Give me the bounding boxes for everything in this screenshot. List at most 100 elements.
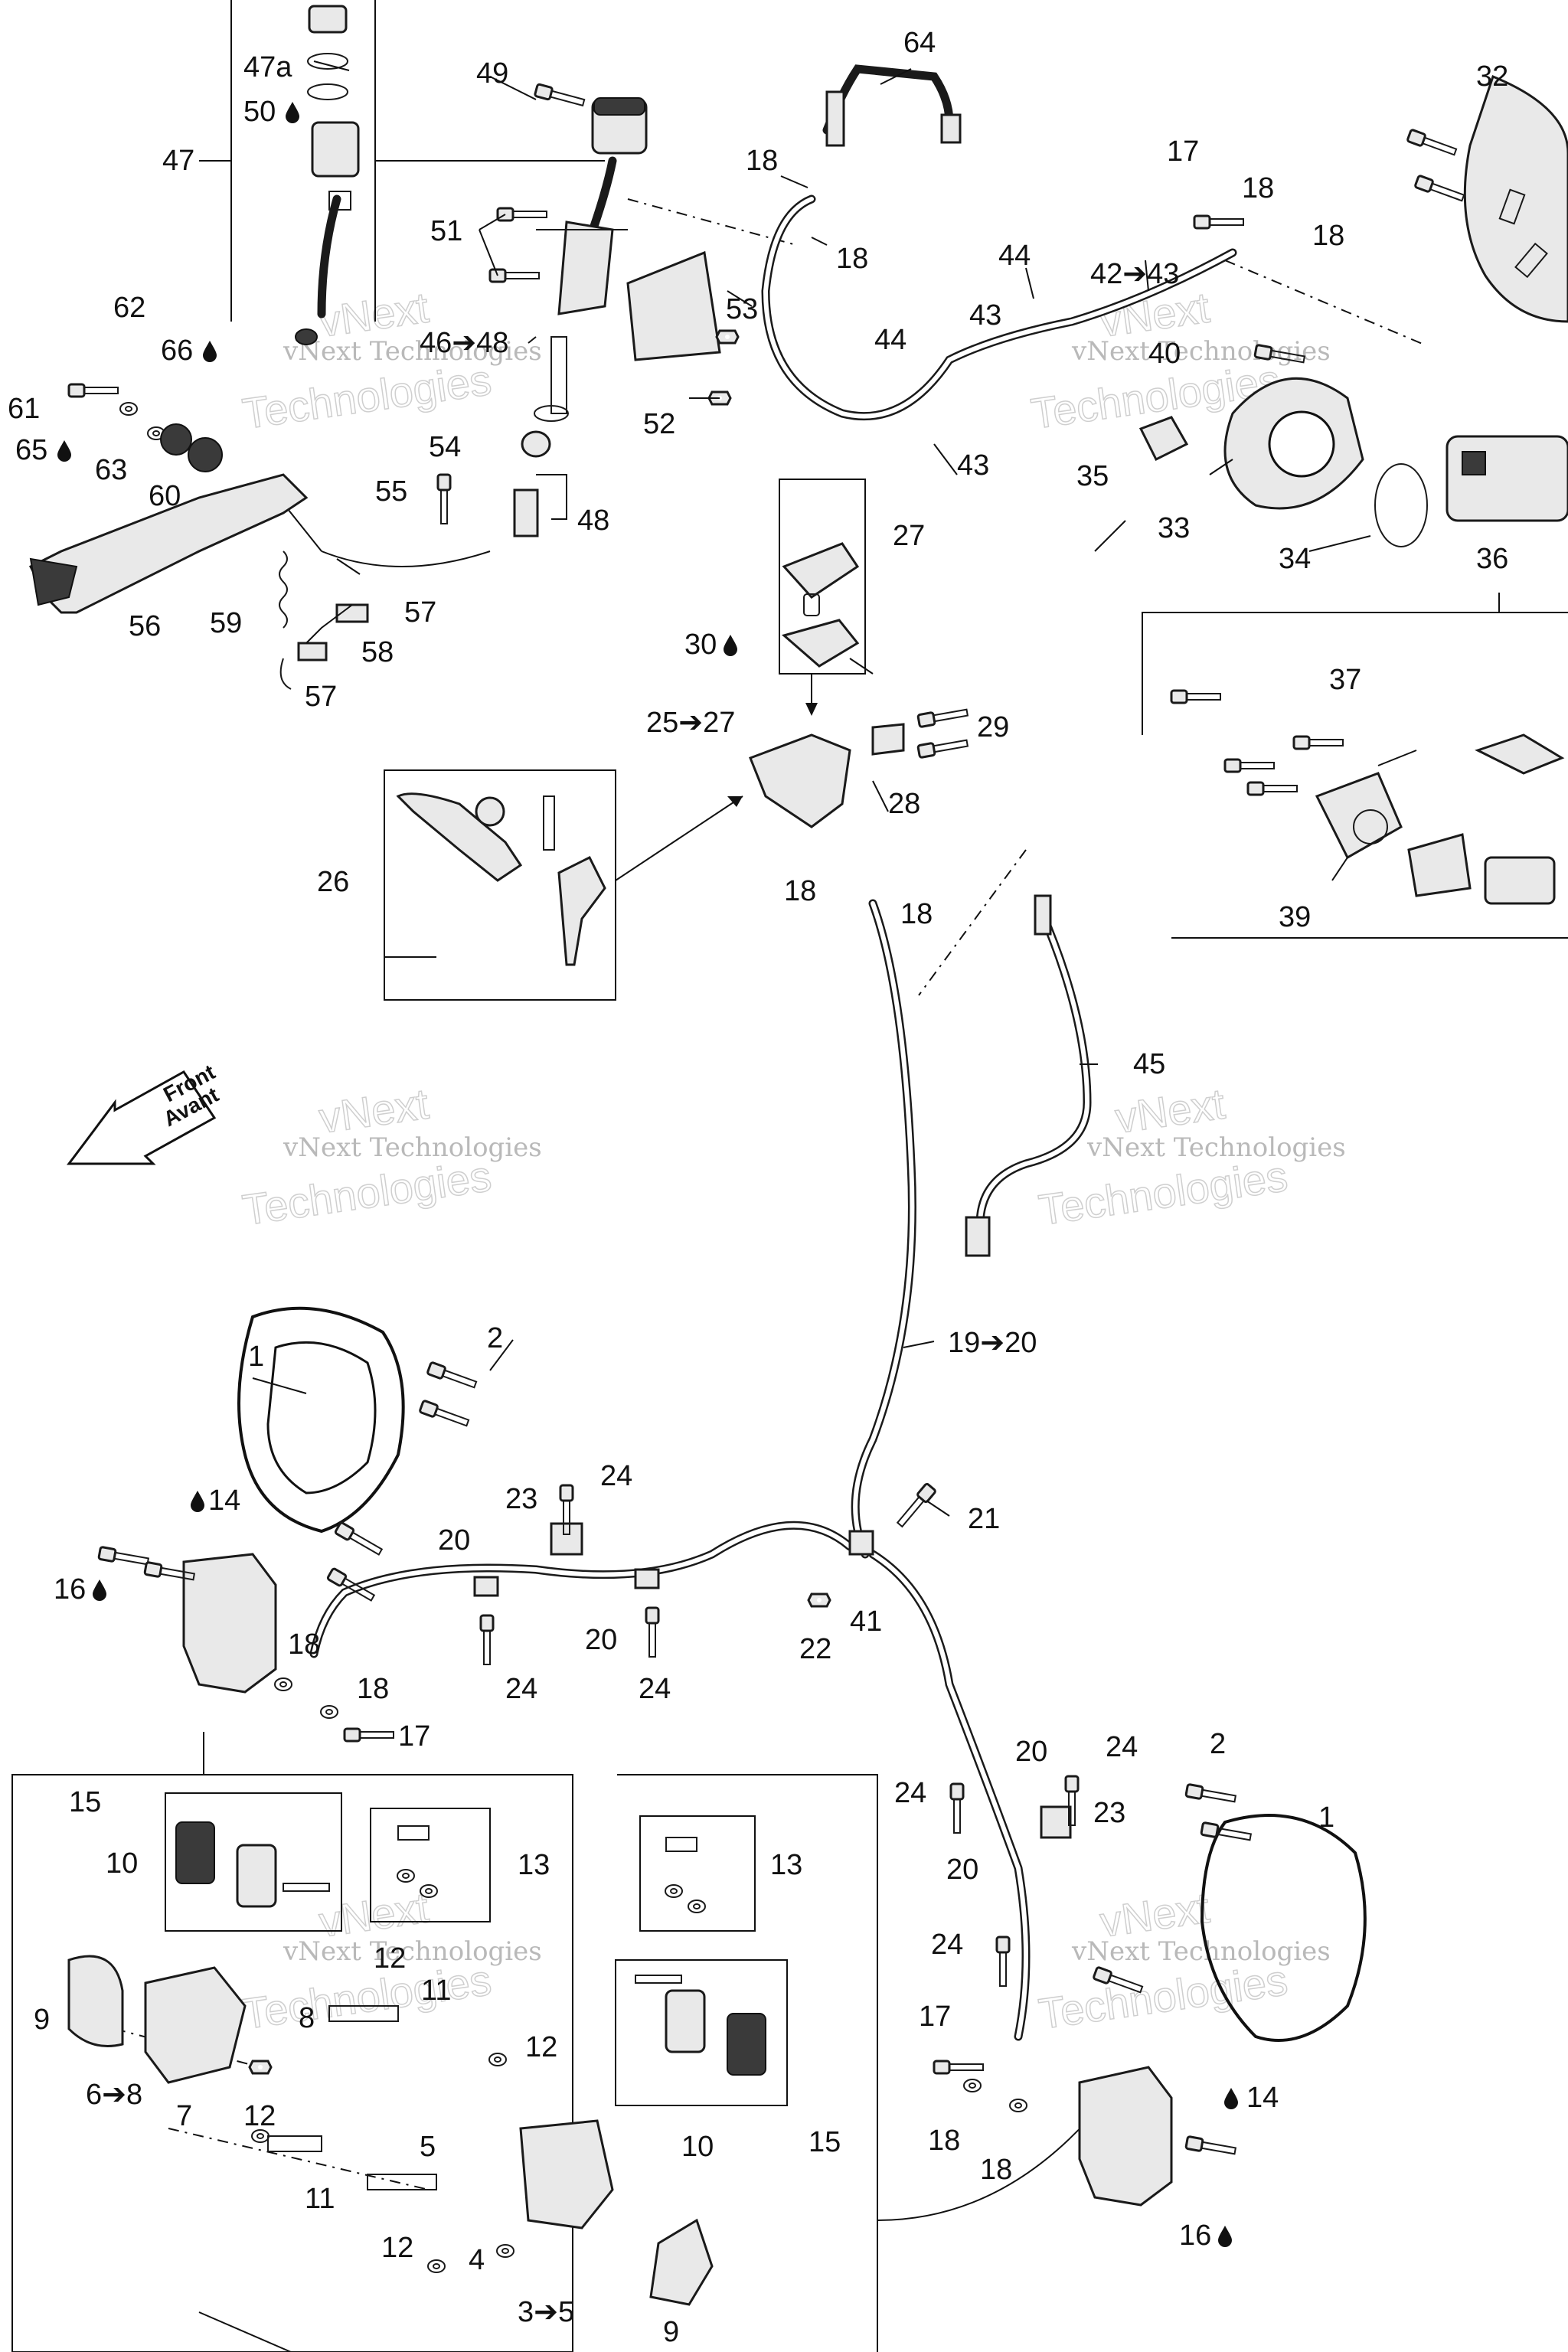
lubricant-drop-icon (1224, 2088, 1238, 2109)
caliper-bracket-right (649, 2218, 714, 2306)
callout-47: 47 (162, 145, 194, 177)
hose-clamp (473, 1576, 499, 1597)
callout-26: 26 (317, 866, 349, 898)
rear-caliper-detail-box (1142, 612, 1568, 735)
watermark-text: vNext Technologies (283, 1936, 542, 1967)
clamp-half (871, 723, 905, 756)
rubber-boot (1138, 416, 1189, 462)
caliper-mount (1407, 833, 1472, 897)
bracket-hole (1268, 410, 1335, 478)
clamp-bolt-icon (916, 736, 970, 760)
pad-pin (283, 1883, 330, 1892)
brake-pad-icon (665, 1989, 706, 2053)
adjuster-knob (475, 796, 505, 827)
callout-51: 51 (430, 215, 462, 247)
callout-54: 54 (429, 431, 461, 463)
callout-41: 41 (850, 1606, 882, 1638)
rear-reservoir (591, 97, 648, 155)
callout-18: 18 (746, 145, 778, 177)
callout-32: 32 (1476, 60, 1508, 93)
watermark-logo-technologies: Technologies (1036, 1955, 1290, 2038)
spring-hook-arrow (336, 558, 361, 575)
callout-12: 12 (381, 2232, 413, 2264)
bolt-icon (533, 83, 586, 110)
caliper-assembly-dashed (168, 2128, 430, 2190)
callout-18: 18 (1242, 172, 1274, 204)
brake-pad-icon (236, 1844, 277, 1908)
parts: Front Avant (28, 5, 1568, 2306)
lever-to-master-arrow (615, 795, 743, 881)
callout-15: 15 (808, 2126, 841, 2158)
pin-kit-pin (665, 1837, 697, 1852)
rear-brake-disc (1463, 75, 1568, 323)
rear-caliper (1446, 435, 1568, 522)
right-front-caliper-detail-box (617, 1774, 878, 2352)
junction-bolt-icon (893, 1481, 938, 1530)
callout-53: 53 (726, 293, 758, 325)
front-direction-arrow: Front Avant (67, 1060, 223, 1165)
spring-bracket (297, 642, 328, 662)
washer-icon (274, 1677, 292, 1691)
watermark-text: vNext Technologies (1071, 1936, 1331, 1967)
spring-hook (279, 658, 292, 690)
callout-29: 29 (977, 711, 1009, 743)
callout-30: 30 (684, 629, 717, 661)
caliper-bolt-icon (97, 1545, 151, 1569)
callout-18: 18 (357, 1673, 389, 1705)
callout-9: 9 (663, 2316, 679, 2348)
hose-bracket (550, 1522, 583, 1556)
rear-hose-dashed-route (918, 849, 1027, 996)
caliper-bracket-left (67, 1955, 124, 2047)
pedal-to-cylinder-arrow (284, 505, 322, 552)
bolt-icon (1246, 781, 1298, 796)
callout-64: 64 (903, 27, 936, 59)
callout-33: 33 (1158, 512, 1190, 544)
callout-66: 66 (161, 335, 193, 367)
callout-10: 10 (681, 2131, 714, 2163)
callout-43: 43 (969, 299, 1001, 332)
callout-36: 36 (1476, 543, 1508, 575)
pin-kit-washer-icon (397, 1869, 415, 1883)
callout-18: 18 (1312, 220, 1344, 252)
hose-clamp (634, 1568, 660, 1589)
callout-50: 50 (243, 96, 276, 128)
callout-19-20: 19➔20 (948, 1327, 1037, 1359)
callout-20: 20 (1015, 1736, 1047, 1768)
callout-17: 17 (1167, 136, 1199, 168)
callout-16: 16 (54, 1573, 86, 1606)
callout-18: 18 (836, 243, 868, 275)
washer-icon (963, 2079, 982, 2092)
callout-37: 37 (1329, 664, 1361, 696)
callout-1: 1 (248, 1341, 264, 1373)
disc-mount-dashed-line (1224, 260, 1425, 345)
bushing-icon (160, 423, 192, 456)
callout-20: 20 (438, 1524, 470, 1557)
callout-14: 14 (208, 1485, 240, 1517)
callout-12: 12 (374, 1942, 406, 1975)
callout-60: 60 (149, 480, 181, 512)
callout-8: 8 (299, 2002, 315, 2034)
pedal-pad (29, 557, 78, 606)
callout-40: 40 (1148, 338, 1181, 370)
callout-18: 18 (928, 2125, 960, 2157)
watermark-text: vNext Technologies (283, 336, 542, 367)
disc-slot (1514, 242, 1548, 279)
callout-55: 55 (375, 475, 407, 508)
guide-pin (267, 2135, 322, 2152)
watermark-text: vNext Technologies (1086, 1132, 1346, 1163)
reservoir-cap-detail (295, 5, 360, 345)
callout-42-43: 42➔43 (1090, 258, 1179, 290)
bolt-icon (1292, 735, 1344, 750)
front-master-cylinder (749, 733, 851, 828)
disc-bolt-icon (1413, 174, 1466, 205)
pin-kit-detail-box-right (639, 1815, 756, 1932)
guide-pin (328, 2005, 399, 2022)
callout-58: 58 (361, 636, 394, 668)
callout-43: 43 (957, 449, 989, 482)
pad-spring (1475, 733, 1565, 775)
callout-17: 17 (919, 2001, 951, 2033)
callout-39: 39 (1279, 901, 1311, 933)
bushing-icon (188, 437, 223, 472)
retaining-ring (1374, 463, 1428, 547)
callout-1: 1 (1318, 1802, 1334, 1834)
